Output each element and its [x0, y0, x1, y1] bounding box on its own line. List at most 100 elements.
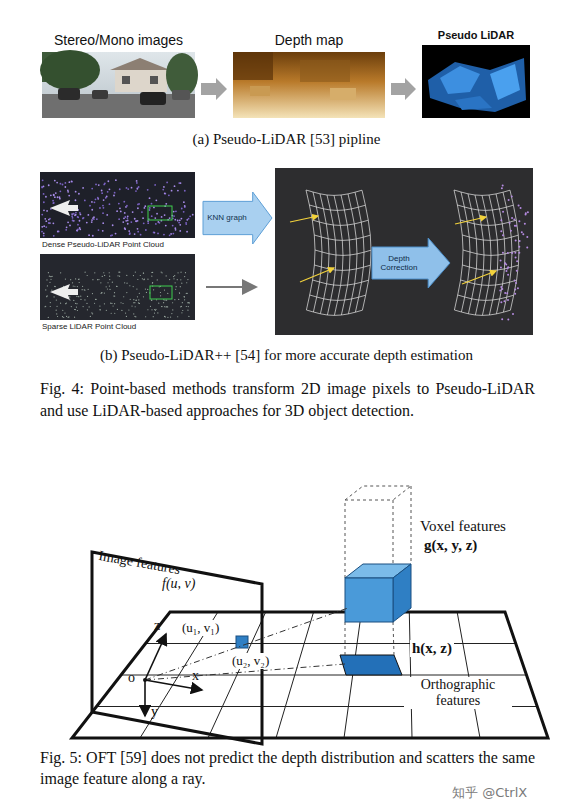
mesh-line [468, 194, 477, 314]
point [139, 293, 140, 294]
point [69, 225, 71, 227]
point [116, 286, 117, 287]
point [166, 300, 167, 301]
point [146, 292, 147, 293]
point [52, 276, 53, 277]
point [87, 275, 88, 276]
point [127, 220, 129, 222]
point [167, 317, 168, 318]
figure-label: x [192, 668, 199, 684]
point [187, 279, 188, 280]
point [172, 302, 173, 303]
point [125, 220, 127, 222]
point [122, 303, 123, 304]
point [60, 183, 62, 185]
point [103, 184, 105, 186]
point [157, 279, 158, 280]
point [71, 213, 73, 215]
point [116, 210, 118, 212]
point [518, 220, 520, 222]
point [174, 299, 175, 300]
point [111, 234, 113, 236]
point [46, 210, 48, 212]
point [130, 299, 131, 300]
point [124, 212, 126, 214]
mesh-line [482, 195, 491, 315]
point [164, 193, 166, 195]
point [56, 306, 57, 307]
point [145, 229, 147, 231]
point [92, 279, 93, 280]
point [185, 223, 187, 225]
point [89, 306, 90, 307]
point [180, 272, 181, 273]
point [179, 292, 180, 293]
point [63, 317, 64, 318]
point [112, 224, 114, 226]
point [516, 270, 518, 272]
point [154, 312, 155, 313]
point [164, 300, 165, 301]
mesh-line [489, 195, 498, 315]
point [44, 306, 45, 307]
point [67, 221, 69, 223]
voxel-column [345, 486, 411, 655]
point [119, 272, 120, 273]
point [161, 272, 162, 273]
point [43, 235, 45, 237]
point [507, 299, 509, 301]
point [126, 283, 127, 284]
point [140, 275, 141, 276]
point [126, 275, 127, 276]
point [58, 231, 60, 233]
box-outline [148, 206, 172, 220]
point [183, 211, 185, 213]
point [127, 223, 129, 225]
point [505, 270, 507, 272]
point [514, 280, 516, 282]
point [186, 293, 187, 294]
point [72, 220, 74, 222]
street-photo [40, 50, 198, 118]
point [139, 303, 140, 304]
voxel-cube [345, 564, 411, 622]
point [78, 279, 79, 280]
point [109, 289, 110, 290]
point [136, 182, 138, 184]
origin-dot [143, 678, 147, 682]
point [68, 181, 70, 183]
point [114, 292, 115, 293]
point [179, 293, 180, 294]
point [164, 306, 165, 307]
pseudo-lidar-image [422, 45, 530, 118]
point [143, 222, 145, 224]
point [96, 218, 98, 220]
point [60, 303, 61, 304]
point [184, 276, 185, 277]
point [54, 286, 55, 287]
point [157, 233, 159, 235]
point [79, 228, 81, 230]
point [177, 272, 178, 273]
point [78, 296, 79, 297]
point [184, 296, 185, 297]
point [174, 227, 176, 229]
point [126, 205, 128, 207]
point [502, 252, 504, 254]
point [107, 282, 108, 283]
point [84, 290, 85, 291]
point [89, 205, 91, 207]
point [118, 203, 120, 205]
point [507, 252, 509, 254]
point [98, 229, 100, 231]
point [150, 306, 151, 307]
point [65, 229, 67, 231]
arrow-icon [50, 284, 78, 300]
block-arrow-connector [201, 78, 227, 100]
point [182, 310, 183, 311]
point [164, 316, 165, 317]
point [124, 227, 126, 229]
point [75, 303, 76, 304]
point [167, 293, 168, 294]
point [175, 210, 177, 212]
